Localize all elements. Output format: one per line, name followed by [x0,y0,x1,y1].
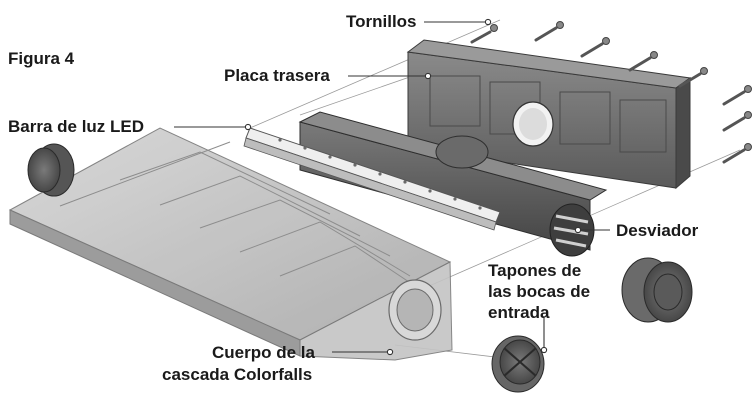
screw-icon [722,143,752,164]
label-led-bar: Barra de luz LED [8,117,144,136]
label-screws: Tornillos [346,12,417,31]
inlet-plug [491,335,545,393]
label-plugs-line1: Tapones de [488,261,581,280]
screw-icon [470,24,498,44]
screw-icon [628,51,658,72]
diverter [298,111,608,257]
label-body-line1: Cuerpo de la [212,343,316,362]
inlet-plug-left [27,143,75,197]
label-diverter: Desviador [616,221,699,240]
figure-title: Figura 4 [8,49,75,68]
label-body-line2: cascada Colorfalls [162,365,312,384]
label-plugs-line2: las bocas de [488,282,590,301]
label-plugs-line3: entrada [488,303,550,322]
leader-lines [174,18,610,356]
screw-icon [722,111,752,132]
threaded-fitting [621,257,693,323]
screw-icon [580,37,610,58]
screw-icon [534,21,564,42]
label-back-plate: Placa trasera [224,66,330,85]
screw-icon [722,85,752,106]
screws [470,21,752,164]
screw-icon [678,67,708,88]
colorfalls-body [8,127,453,361]
led-bar [243,127,501,231]
